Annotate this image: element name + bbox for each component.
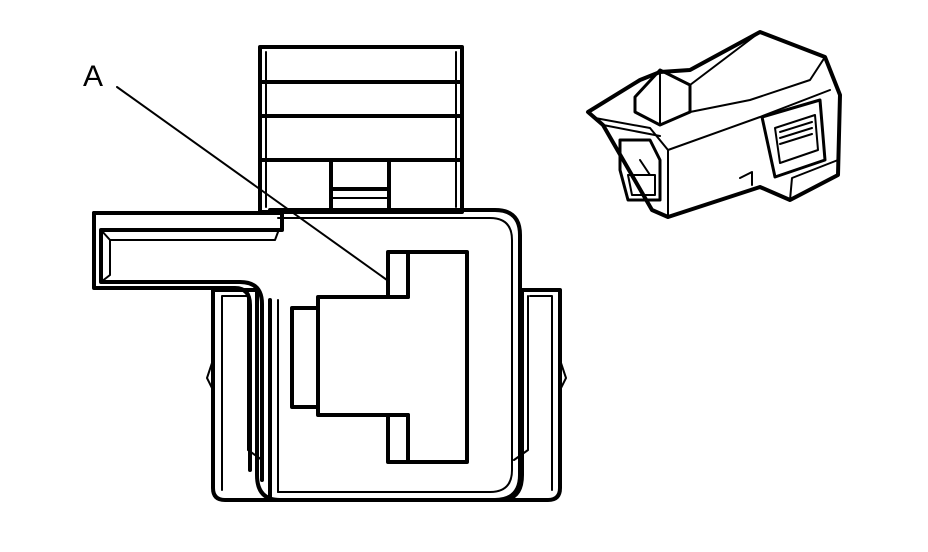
callout-leader-a: [116, 86, 388, 281]
connector-iso-view: [586, 30, 842, 219]
connector-front-view: [92, 45, 567, 502]
side-arm: [92, 211, 284, 482]
callout-label-a: A: [83, 60, 103, 93]
connector-body: [268, 208, 522, 502]
terminal-cavity: [290, 250, 469, 464]
top-latch: [258, 45, 464, 214]
